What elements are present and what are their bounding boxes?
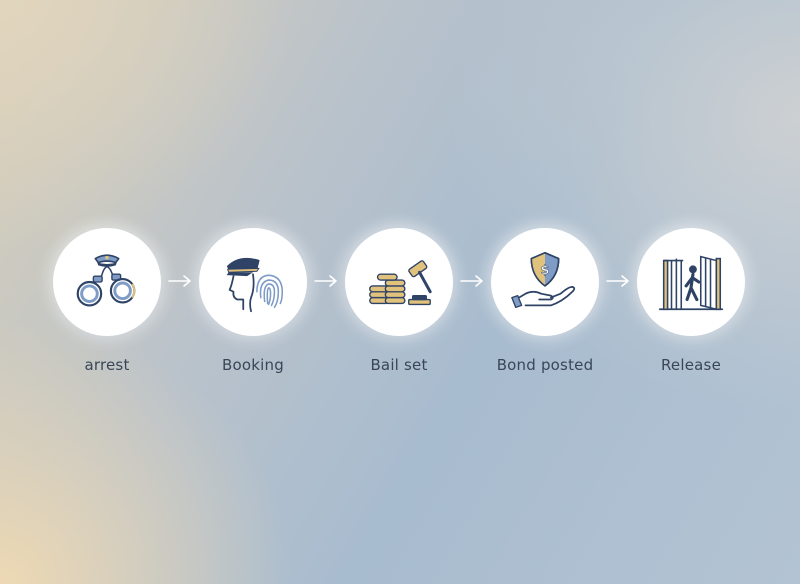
step-booking: Booking [178,228,328,374]
officer-fingerprint-icon [226,257,284,313]
person-exiting-gate-icon [658,255,724,311]
step-circle [637,228,745,336]
step-bail-set: Bail set [324,228,474,374]
step-label: Bond posted [496,356,594,374]
step-label: Booking [222,356,284,374]
arrow-right-icon [167,273,193,289]
shield-dollar-hand-icon: $ [511,251,576,309]
step-circle [199,228,307,336]
step-label: Bail set [370,356,428,374]
step-release: Release [616,228,766,374]
step-label: Release [660,356,721,374]
step-arrest: arrest [32,228,182,374]
step-circle [345,228,453,336]
step-bond-posted: $ Bond posted [470,228,620,374]
arrow-right-icon [605,273,631,289]
arrow-right-icon [459,273,485,289]
svg-text:$: $ [541,262,550,277]
arrow-right-icon [313,273,339,289]
step-circle [53,228,161,336]
handcuffs-police-cap-icon [76,254,136,307]
coins-gavel-icon [369,260,432,306]
step-label: arrest [84,356,130,374]
step-circle: $ [491,228,599,336]
